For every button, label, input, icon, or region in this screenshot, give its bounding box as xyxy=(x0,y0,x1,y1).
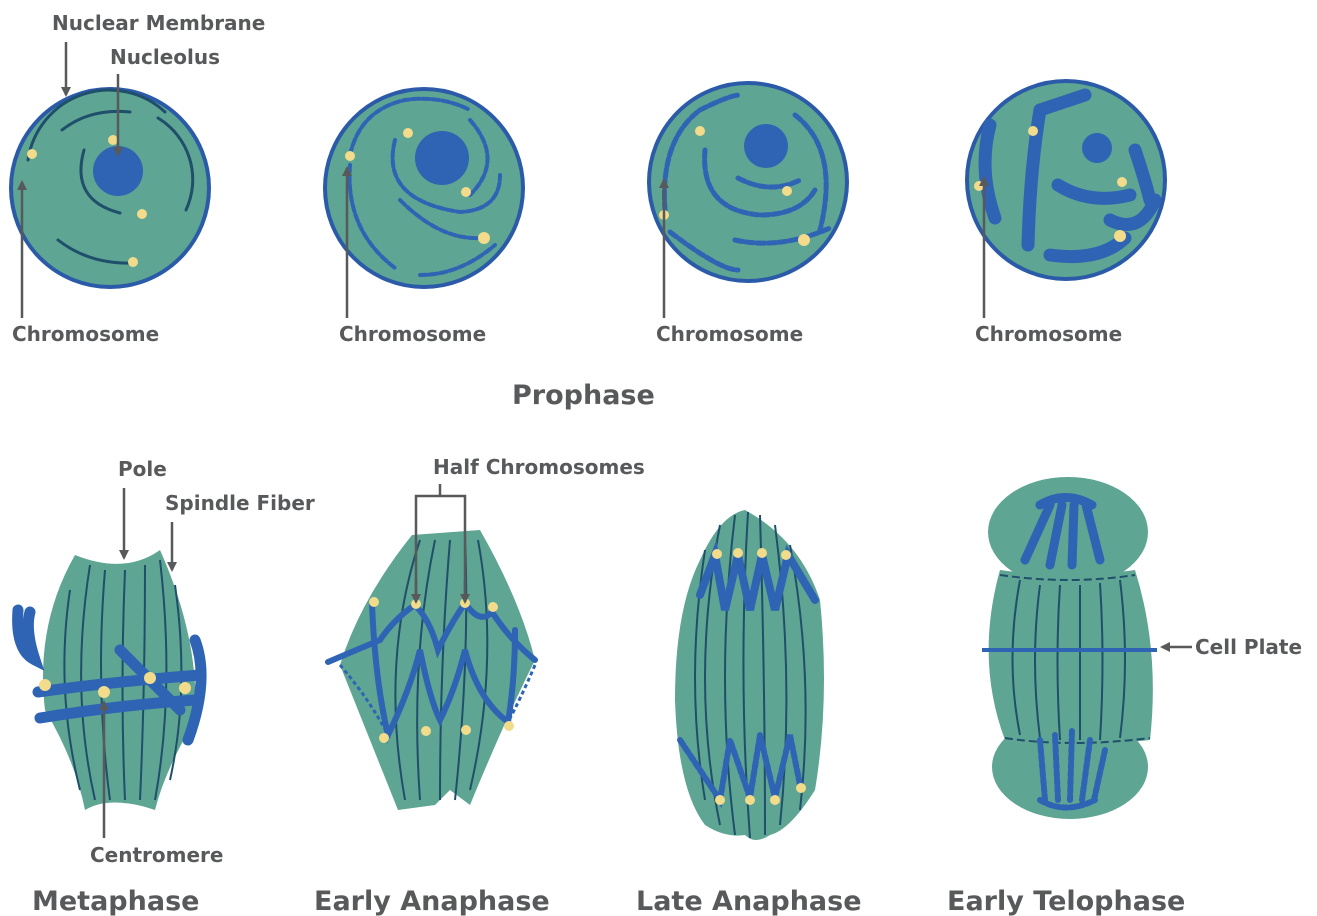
centromere-dot xyxy=(781,550,791,560)
late-anaphase-title: Late Anaphase xyxy=(636,886,862,916)
centromere-dot xyxy=(108,135,118,145)
early-anaphase-cell xyxy=(328,530,535,810)
centromere-dot xyxy=(796,783,806,793)
nucleolus-blob xyxy=(415,131,469,185)
prophase-cell-2 xyxy=(325,89,523,287)
centromere-dot xyxy=(798,234,810,246)
centromere-dot xyxy=(39,679,51,691)
metaphase-title: Metaphase xyxy=(32,886,199,916)
centromere-dot xyxy=(461,725,471,735)
chromosome-label-4: Chromosome xyxy=(975,322,1122,346)
nucleolus-label: Nucleolus xyxy=(110,45,220,69)
chromosome-label-3: Chromosome xyxy=(656,322,803,346)
prophase-cell-4 xyxy=(967,81,1165,279)
centromere-dot xyxy=(974,181,984,191)
early-telophase-cell xyxy=(982,477,1157,819)
centromere-dot xyxy=(128,257,138,267)
centromere-label: Centromere xyxy=(90,843,223,867)
centromere-dot xyxy=(144,672,156,684)
centromere-dot xyxy=(782,186,792,196)
pole-label: Pole xyxy=(118,457,167,481)
centromere-dot xyxy=(403,128,413,138)
centromere-dot xyxy=(1117,177,1127,187)
centromere-dot xyxy=(504,721,514,731)
centromere-dot xyxy=(770,795,780,805)
centromere-dot xyxy=(712,549,722,559)
nuclear-membrane-label: Nuclear Membrane xyxy=(52,11,265,35)
chromosome-label-2: Chromosome xyxy=(339,322,486,346)
metaphase-cell xyxy=(18,550,201,810)
centromere-dot xyxy=(1028,126,1038,136)
cell-plate-label: Cell Plate xyxy=(1195,635,1302,659)
early-telophase-title: Early Telophase xyxy=(947,886,1185,916)
centromere-dot xyxy=(715,795,725,805)
nucleolus-blob xyxy=(1082,133,1112,163)
centromere-dot xyxy=(345,151,355,161)
early-anaphase-title: Early Anaphase xyxy=(314,886,550,916)
late-anaphase-cell xyxy=(675,510,824,840)
centromere-dot xyxy=(421,726,431,736)
centromere-dot xyxy=(695,126,705,136)
prophase-title: Prophase xyxy=(512,380,655,411)
chromosome-label-1: Chromosome xyxy=(12,322,159,346)
centromere-dot xyxy=(27,149,37,159)
prophase-cell-1 xyxy=(11,89,209,287)
centromere-dot xyxy=(488,602,498,612)
centromere-dot xyxy=(461,187,471,197)
centromere-dot xyxy=(1114,230,1126,242)
centromere-dot xyxy=(745,795,755,805)
centromere-dot xyxy=(733,548,743,558)
centromere-dot xyxy=(137,209,147,219)
centromere-dot xyxy=(379,733,389,743)
half-chromosomes-label: Half Chromosomes xyxy=(433,455,645,479)
centromere-dot xyxy=(478,232,490,244)
centromere-dot xyxy=(757,548,767,558)
centromere-dot xyxy=(179,682,191,694)
spindle-fiber-label: Spindle Fiber xyxy=(165,491,315,515)
nuclear-membrane-circle xyxy=(325,89,523,287)
prophase-cell-3 xyxy=(649,83,847,281)
centromere-dot xyxy=(98,686,110,698)
early-anaphase-spindle-body xyxy=(340,530,535,810)
centromere-dot xyxy=(369,597,379,607)
nucleolus-blob xyxy=(744,124,788,168)
nuclear-membrane-circle xyxy=(967,81,1165,279)
